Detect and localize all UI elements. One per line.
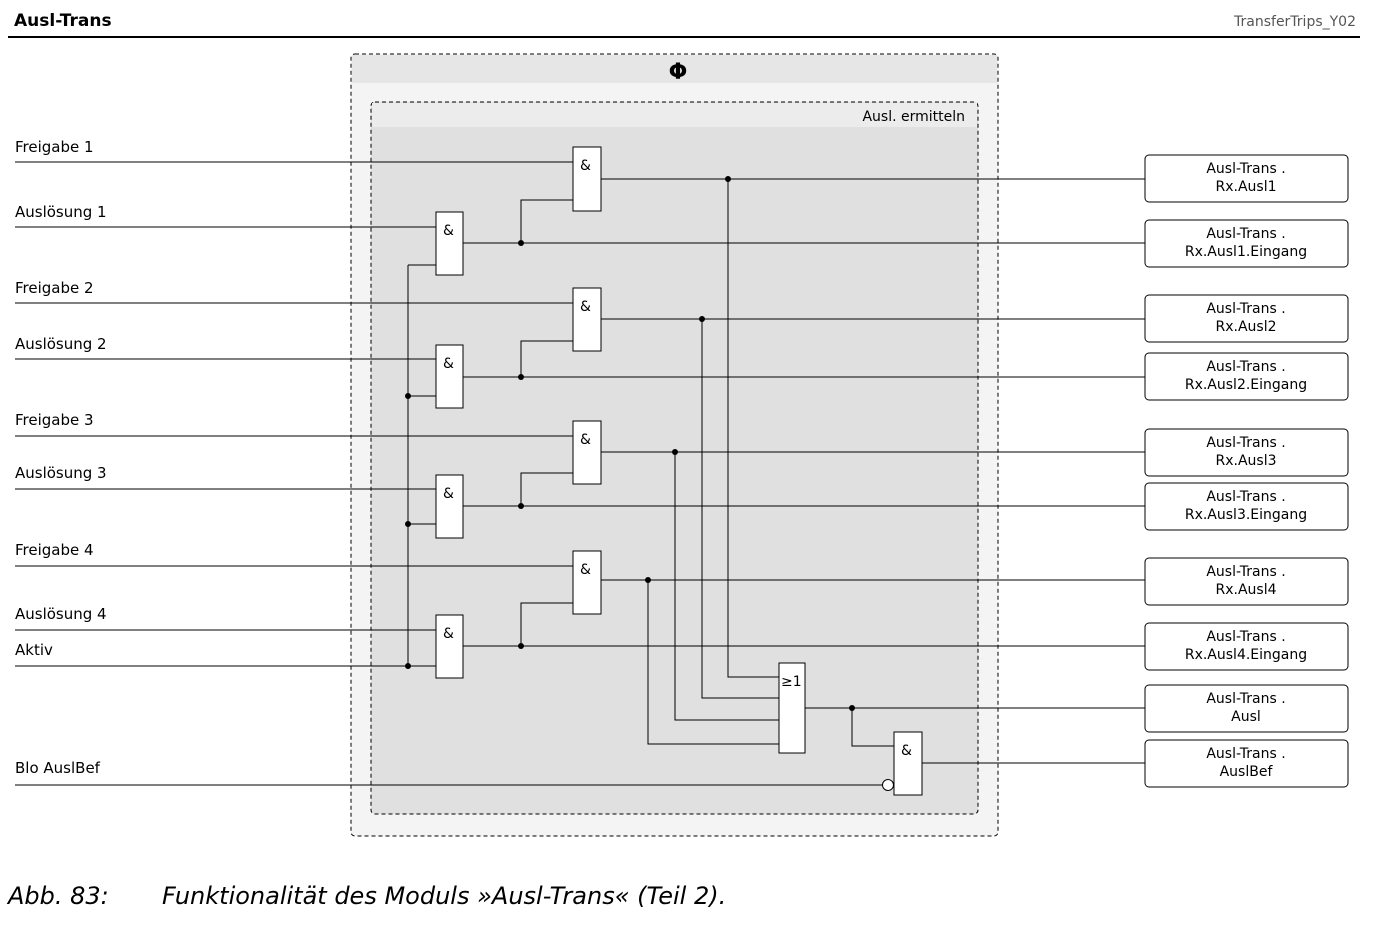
output-box-rx-ausl2: Ausl-Trans . Rx.Ausl2 <box>1144 294 1349 343</box>
output-box-rx-ausl4-eingang: Ausl-Trans . Rx.Ausl4.Eingang <box>1144 622 1349 671</box>
and-gate-symbol: & <box>901 743 912 759</box>
and-gate-symbol: & <box>443 626 454 642</box>
and-gate-symbol: & <box>443 356 454 372</box>
figure-caption: Abb. 83: Funktionalität des Moduls »Ausl-… <box>8 882 726 910</box>
output-box-rx-ausl2-eingang: Ausl-Trans . Rx.Ausl2.Eingang <box>1144 352 1349 401</box>
phi-symbol: Φ <box>669 60 688 85</box>
diagram-id: TransferTrips_Y02 <box>1234 14 1356 30</box>
and-gate-4a: & <box>572 550 602 615</box>
and-gate-4b: & <box>435 614 464 679</box>
output-line1: Ausl-Trans . <box>1206 746 1285 762</box>
output-line1: Ausl-Trans . <box>1206 489 1285 505</box>
and-gate-symbol: & <box>580 432 591 448</box>
output-box-rx-ausl4: Ausl-Trans . Rx.Ausl4 <box>1144 557 1349 606</box>
input-label-freigabe-3: Freigabe 3 <box>15 411 94 429</box>
and-gate-symbol: & <box>580 158 591 174</box>
input-label-auslosung-3: Auslösung 3 <box>15 464 107 482</box>
output-line2: Rx.Ausl2 <box>1215 319 1276 335</box>
wires <box>15 161 1145 786</box>
output-line1: Ausl-Trans . <box>1206 564 1285 580</box>
input-label-aktiv: Aktiv <box>15 641 53 659</box>
output-box-rx-ausl3: Ausl-Trans . Rx.Ausl3 <box>1144 428 1349 477</box>
and-gate-symbol: & <box>580 562 591 578</box>
input-label-freigabe-1: Freigabe 1 <box>15 138 94 156</box>
and-gate-symbol: & <box>443 486 454 502</box>
input-label-freigabe-4: Freigabe 4 <box>15 541 94 559</box>
and-gate-3a: & <box>572 420 602 485</box>
output-line1: Ausl-Trans . <box>1206 435 1285 451</box>
input-label-auslosung-2: Auslösung 2 <box>15 335 107 353</box>
output-line2: Rx.Ausl4.Eingang <box>1185 647 1307 663</box>
figure-number: Abb. 83: <box>8 882 109 910</box>
diagram-title: Ausl-Trans <box>14 11 112 31</box>
and-gate-3b: & <box>435 474 464 539</box>
and-gate-2b: & <box>435 344 464 409</box>
input-label-auslosung-4: Auslösung 4 <box>15 605 107 623</box>
and-gate-symbol: & <box>580 299 591 315</box>
output-line1: Ausl-Trans . <box>1206 226 1285 242</box>
figure-caption-text: Funktionalität des Moduls »Ausl-Trans« (… <box>162 882 727 910</box>
input-label-auslosung-1: Auslösung 1 <box>15 203 107 221</box>
output-box-rx-ausl1-eingang: Ausl-Trans . Rx.Ausl1.Eingang <box>1144 219 1349 268</box>
output-line1: Ausl-Trans . <box>1206 161 1285 177</box>
logic-gates: & & & & & & & & <box>435 146 923 796</box>
input-label-freigabe-2: Freigabe 2 <box>15 279 94 297</box>
output-box-auslbef: Ausl-Trans . AuslBef <box>1144 739 1349 788</box>
output-line2: Ausl <box>1231 709 1261 725</box>
output-line2: Rx.Ausl2.Eingang <box>1185 377 1307 393</box>
output-line2: Rx.Ausl1 <box>1215 179 1276 195</box>
diagram-header: Ausl-Trans TransferTrips_Y02 <box>8 8 1360 38</box>
or-gate: ≥1 <box>778 662 806 754</box>
junction-dots <box>405 176 855 711</box>
output-line1: Ausl-Trans . <box>1206 629 1285 645</box>
input-label-blo-auslbef: Blo AuslBef <box>15 759 101 777</box>
and-gate-1a: & <box>572 146 602 212</box>
output-line2: Rx.Ausl3 <box>1215 453 1276 469</box>
output-line2: Rx.Ausl1.Eingang <box>1185 244 1307 260</box>
output-line1: Ausl-Trans . <box>1206 691 1285 707</box>
inversion-bubble <box>882 779 894 791</box>
or-gate-symbol: ≥1 <box>781 674 802 690</box>
output-line2: Rx.Ausl4 <box>1215 582 1276 598</box>
output-box-rx-ausl1: Ausl-Trans . Rx.Ausl1 <box>1144 154 1349 203</box>
and-gate-auslbef: & <box>893 731 923 796</box>
output-box-ausl: Ausl-Trans . Ausl <box>1144 684 1349 733</box>
output-line1: Ausl-Trans . <box>1206 359 1285 375</box>
output-line1: Ausl-Trans . <box>1206 301 1285 317</box>
and-gate-1b: & <box>435 211 464 276</box>
inner-box-label: Ausl. ermitteln <box>862 109 965 125</box>
output-line2: Rx.Ausl3.Eingang <box>1185 507 1307 523</box>
and-gate-2a: & <box>572 287 602 352</box>
output-signals: Ausl-Trans . Rx.Ausl1 Ausl-Trans . Rx.Au… <box>1144 154 1349 788</box>
output-line2: AuslBef <box>1220 764 1274 780</box>
and-gate-symbol: & <box>443 223 454 239</box>
input-signals: Freigabe 1 Auslösung 1 Freigabe 2 Auslös… <box>15 138 107 777</box>
output-box-rx-ausl3-eingang: Ausl-Trans . Rx.Ausl3.Eingang <box>1144 482 1349 531</box>
